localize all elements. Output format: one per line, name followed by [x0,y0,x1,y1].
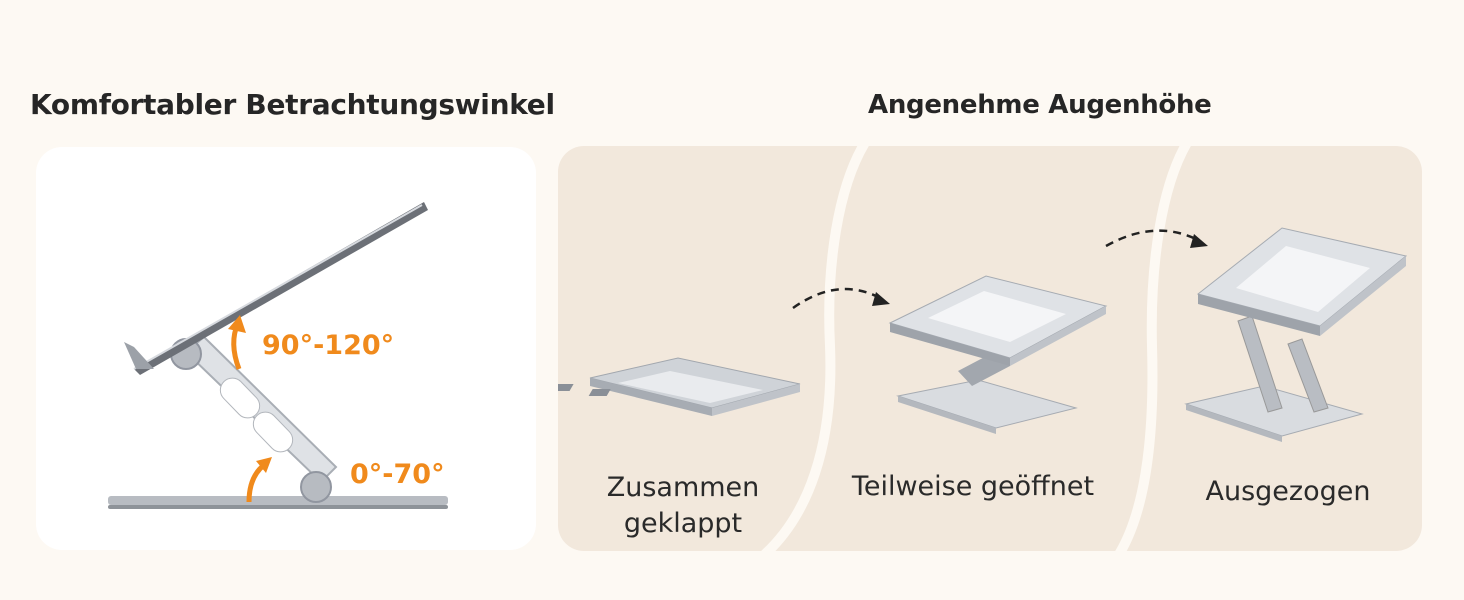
caption-extended: Ausgezogen [1205,476,1371,507]
caption-partially-open: Teilweise geöffnet [851,471,1095,502]
stand-extended-illustration [1184,227,1408,442]
stages-illustration [558,146,1408,551]
heading-viewing-angle: Komfortabler Betrachtungswinkel [30,88,555,121]
stand-partially-open-illustration [888,275,1108,434]
angle-range-lower: 0°-70° [350,459,445,490]
viewing-angle-panel [36,147,536,550]
stand-side-view-illustration [108,202,448,509]
caption-folded: Zusammen geklappt [588,470,778,542]
caption-folded-line2: geklappt [623,508,743,539]
angle-range-upper: 90°-120° [262,330,395,361]
caption-folded-line1: Zusammen [606,472,760,503]
heading-eye-level: Angenehme Augenhöhe [868,90,1212,120]
stand-folded-illustration [558,357,801,416]
eye-level-panel [558,146,1422,551]
